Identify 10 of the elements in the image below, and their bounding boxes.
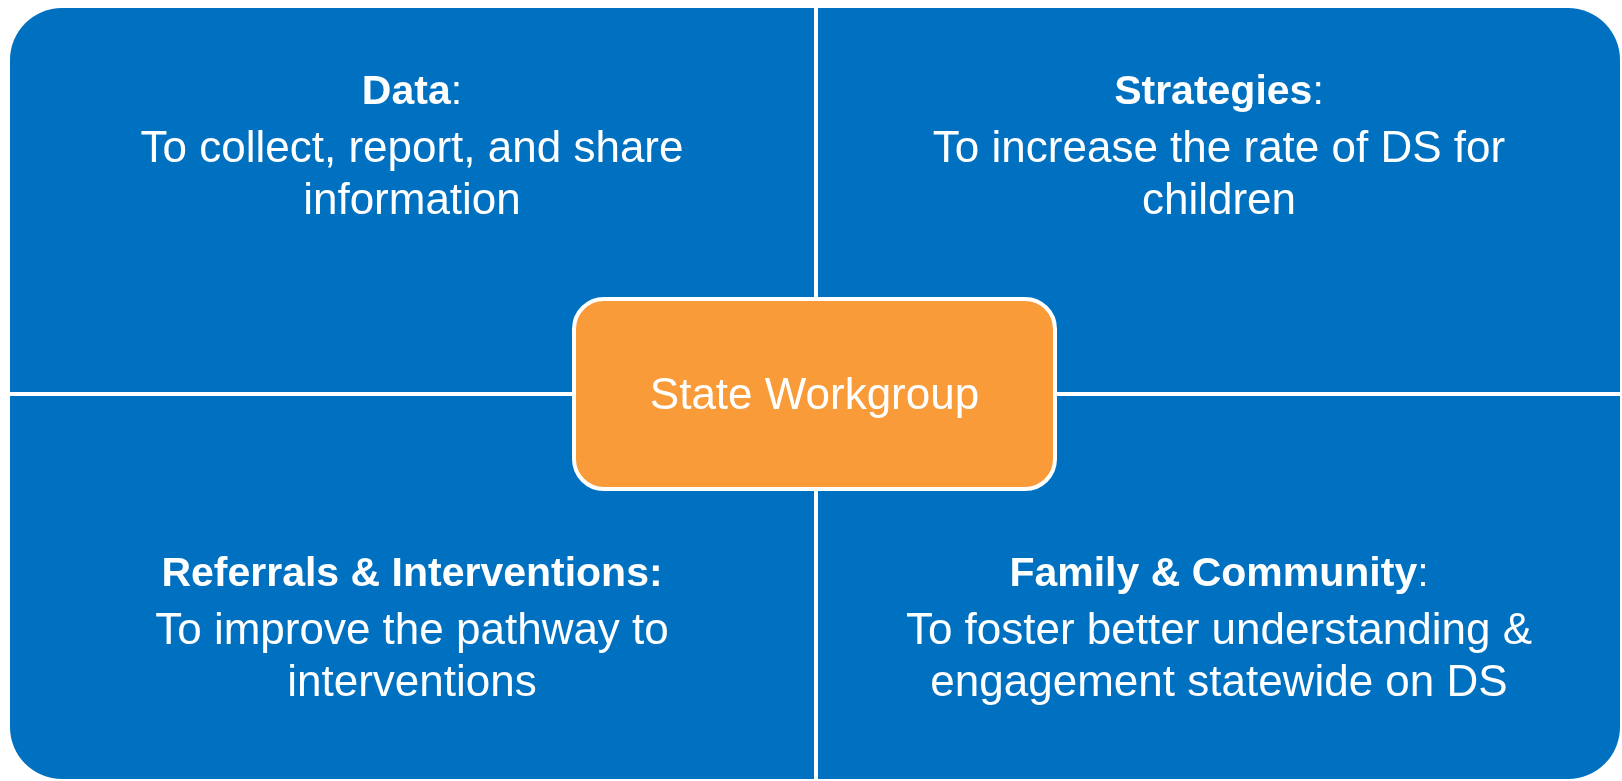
section-description: To improve the pathway to interventions — [154, 603, 670, 707]
section-description: To foster better understanding & engagement statewide on DS — [904, 603, 1534, 707]
section-description: To collect, report, and share information — [139, 121, 685, 225]
center-box — [572, 297, 1057, 491]
section-heading: Data: — [361, 66, 463, 115]
section-heading: Referrals & Interventions: — [161, 548, 663, 597]
center-label: State Workgroup — [649, 369, 980, 419]
section-heading: Family & Community: — [1009, 548, 1429, 597]
section-description: To increase the rate of DS for children — [931, 121, 1507, 225]
section-heading: Strategies: — [1114, 66, 1324, 115]
